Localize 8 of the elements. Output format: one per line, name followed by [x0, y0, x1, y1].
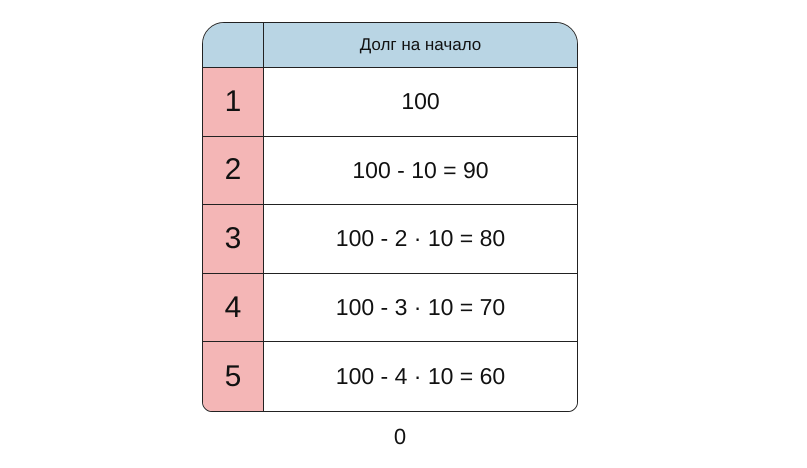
table-note: 0 — [392, 424, 408, 450]
row-number: 2 — [203, 136, 264, 206]
row-number: 5 — [203, 342, 264, 411]
row-number: 4 — [203, 274, 264, 342]
row-number: 3 — [203, 205, 264, 274]
column-header: Долг на начало — [264, 23, 577, 68]
table-value: 100 - 10 = 90 — [264, 136, 577, 206]
row-number: 1 — [203, 68, 264, 137]
